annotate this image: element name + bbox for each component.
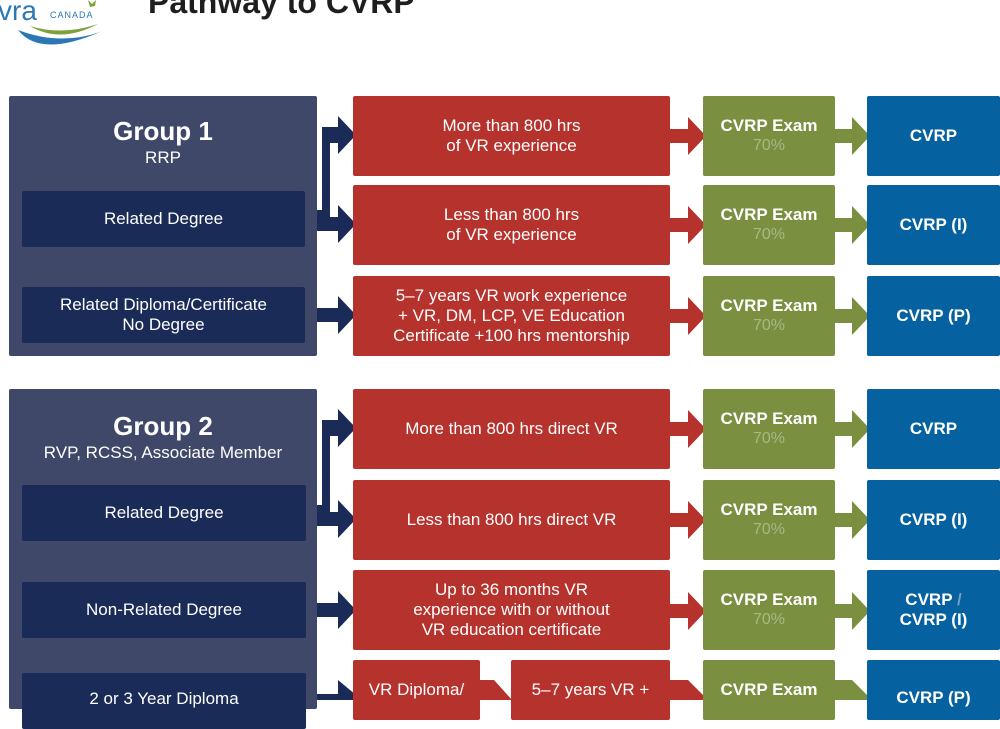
g1-exam-row2: CVRP Exam 70% — [703, 185, 835, 265]
arrow-red-inner-row7 — [480, 680, 512, 700]
g1-designation-row1: CVRP — [867, 96, 1000, 176]
designation-separator: / — [956, 590, 962, 609]
group-1-title: Group 1 — [113, 116, 213, 146]
group-2-subtitle: RVP, RCSS, Associate Member — [43, 443, 283, 462]
designation-a: CVRP — [905, 590, 953, 609]
arrow-red-row5 — [668, 501, 706, 539]
logo-swoosh-blue — [18, 30, 100, 45]
exam-label: CVRP Exam — [720, 296, 818, 315]
group-2-source-diploma: 2 or 3 Year Diploma — [22, 673, 306, 729]
logo-subtext: CANADA — [50, 10, 94, 20]
maple-leaf-icon — [88, 0, 96, 7]
arrow-red-row2 — [668, 206, 706, 244]
g1-requirement-row3: 5–7 years VR work experience + VR, DM, L… — [353, 276, 670, 356]
exam-label: CVRP Exam — [720, 409, 818, 428]
arrow-red-row7 — [668, 680, 708, 700]
logo-swoosh-green — [30, 24, 98, 35]
exam-pass-mark: 70% — [752, 430, 786, 447]
g1-designation-row2: CVRP (I) — [867, 185, 1000, 265]
g2-requirement-row4-experience: 5–7 years VR + — [511, 660, 670, 720]
group-1-subtitle: RRP — [145, 148, 181, 167]
g1-designation-row3: CVRP (P) — [867, 276, 1000, 356]
page-title: Pathway to CVRP — [148, 0, 415, 20]
exam-label: CVRP Exam — [720, 116, 818, 135]
arrow-red-row3 — [668, 297, 706, 335]
exam-pass-mark: 70% — [752, 521, 786, 538]
g1-requirement-row2: Less than 800 hrs of VR experience — [353, 185, 670, 265]
arrow-red-row1 — [668, 117, 706, 155]
arrow-red-row4 — [668, 410, 706, 448]
group-1-source-related-degree: Related Degree — [22, 191, 305, 247]
arrow-green-row6 — [834, 592, 870, 630]
g2-exam-row1: CVRP Exam 70% — [703, 389, 835, 469]
group-2-panel: Group 2 RVP, RCSS, Associate Member — [9, 389, 317, 709]
exam-pass-mark: 70% — [752, 611, 786, 628]
arrow-green-row5 — [834, 501, 870, 539]
group-2-source-related-degree: Related Degree — [22, 485, 306, 541]
exam-label: CVRP Exam — [720, 590, 818, 609]
arrow-green-row1 — [834, 117, 870, 155]
exam-label: CVRP Exam — [720, 680, 818, 699]
arrow-red-row6 — [668, 592, 706, 630]
g2-requirement-row2: Less than 800 hrs direct VR — [353, 480, 670, 560]
g2-designation-row4: CVRP (P) — [867, 660, 1000, 720]
exam-label: CVRP Exam — [720, 500, 818, 519]
g2-exam-row2: CVRP Exam 70% — [703, 480, 835, 560]
g2-designation-row3: CVRP / CVRP (I) — [867, 570, 1000, 650]
arrow-green-row3 — [834, 297, 870, 335]
g2-requirement-row1: More than 800 hrs direct VR — [353, 389, 670, 469]
g2-exam-row3: CVRP Exam 70% — [703, 570, 835, 650]
g2-designation-row2: CVRP (I) — [867, 480, 1000, 560]
g1-exam-row1: CVRP Exam 70% — [703, 96, 835, 176]
g2-requirement-row4-diploma: VR Diploma/ — [353, 660, 480, 720]
arrow-green-row4 — [834, 410, 870, 448]
vra-canada-logo: vra CANADA — [0, 0, 120, 56]
g2-exam-row4: CVRP Exam — [703, 660, 835, 720]
logo-text: vra — [0, 0, 37, 26]
g2-designation-row1: CVRP — [867, 389, 1000, 469]
g2-requirement-row3: Up to 36 months VR experience with or wi… — [353, 570, 670, 650]
group-2-source-non-related-degree: Non-Related Degree — [22, 582, 306, 638]
group-2-title: Group 2 — [113, 411, 213, 441]
exam-pass-mark: 70% — [752, 317, 786, 334]
arrow-green-row2 — [834, 206, 870, 244]
exam-pass-mark: 70% — [752, 226, 786, 243]
group-1-source-related-diploma: Related Diploma/Certificate No Degree — [22, 287, 305, 343]
g1-exam-row3: CVRP Exam 70% — [703, 276, 835, 356]
g1-requirement-row1: More than 800 hrs of VR experience — [353, 96, 670, 176]
exam-label: CVRP Exam — [720, 205, 818, 224]
designation-b: CVRP (I) — [899, 610, 968, 629]
exam-pass-mark: 70% — [752, 137, 786, 154]
